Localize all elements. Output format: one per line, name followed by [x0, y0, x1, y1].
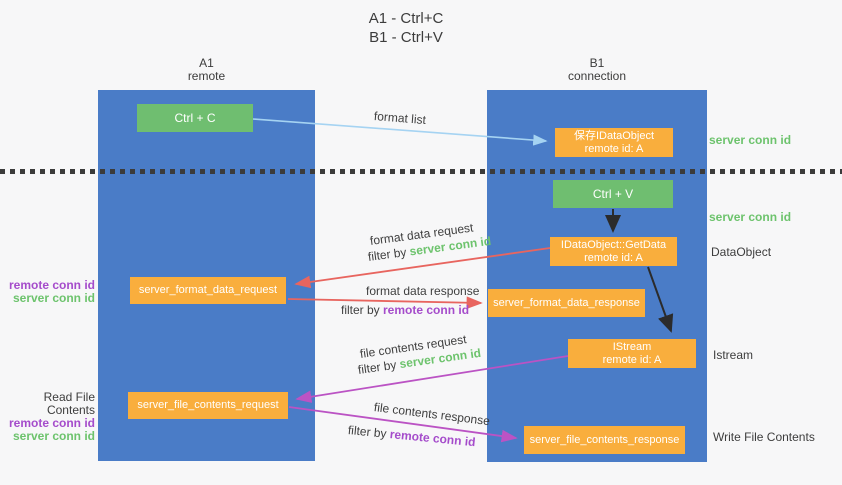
- istream-side-label: Istream: [713, 348, 754, 362]
- file-contents-response-arrow: [288, 406, 518, 443]
- getdata-line2: remote id: A: [584, 251, 643, 264]
- server-conn-id-label-top: server conn id: [709, 133, 792, 147]
- save-dataobject-node: 保存IDataObject remote id: A: [555, 128, 673, 157]
- format-list-arrow: [252, 118, 548, 146]
- read-file-contents-label: Read File Contents: [43, 390, 95, 417]
- column-a1-subtitle: remote: [187, 69, 226, 83]
- filter-remote-conn-id: remote conn id: [383, 303, 470, 317]
- ctrl-v-label: Ctrl + V: [592, 186, 634, 201]
- format-data-response-flow-label: format data response: [366, 284, 480, 298]
- server-file-contents-response-node: server_file_contents_response: [524, 426, 685, 454]
- ctrl-v-node: Ctrl + V: [553, 180, 673, 208]
- column-b1-subtitle: connection: [567, 69, 627, 83]
- save-dataobject-line2: remote id: A: [584, 142, 644, 155]
- ctrl-c-node: Ctrl + C: [137, 104, 253, 132]
- format-data-request-arrow: [294, 247, 551, 289]
- column-header-b1: B1 connection: [487, 57, 707, 83]
- istream-node: IStream remote id: A: [568, 339, 696, 368]
- server-file-contents-request-node: server_file_contents_request: [128, 392, 288, 419]
- format-response-label: server_format_data_response: [493, 296, 640, 309]
- save-dataobject-line1: 保存IDataObject: [573, 129, 655, 142]
- file-server-conn-id-label: server conn id: [12, 429, 95, 443]
- format-conn-id-block: remote conn id server conn id: [0, 279, 95, 305]
- idataobject-getdata-node: IDataObject::GetData remote id: A: [550, 237, 677, 266]
- istream-line1: IStream: [612, 340, 652, 353]
- format-remote-conn-id-label: remote conn id: [8, 278, 95, 292]
- file-remote-conn-id-label: remote conn id: [8, 416, 95, 430]
- format-data-response-arrow: [287, 296, 483, 310]
- column-a1-id: A1: [199, 56, 214, 70]
- title-line-ctrl-v: B1 - Ctrl+V: [369, 29, 443, 46]
- getdata-line1: IDataObject::GetData: [560, 238, 667, 251]
- title-line-ctrl-c: A1 - Ctrl+C: [368, 10, 444, 27]
- column-header-a1: A1 remote: [98, 57, 315, 83]
- server-format-data-request-node: server_format_data_request: [130, 277, 286, 304]
- ctrl-c-label: Ctrl + C: [174, 110, 216, 125]
- file-request-label: server_file_contents_request: [137, 399, 279, 411]
- file-conn-id-block: Read File Contents remote conn id server…: [0, 391, 95, 443]
- write-file-contents-label: Write File Contents: [713, 430, 815, 444]
- column-b1-id: B1: [589, 56, 605, 70]
- getdata-to-istream-arrow: [647, 266, 674, 333]
- file-response-label: server_file_contents_response: [529, 433, 680, 446]
- format-response-filter-label: filter by remote conn id: [341, 303, 469, 317]
- server-format-data-response-node: server_format_data_response: [488, 289, 645, 317]
- diagram-title: A1 - Ctrl+C B1 - Ctrl+V: [0, 9, 812, 47]
- server-conn-id-label-mid: server conn id: [709, 210, 792, 224]
- istream-line2: remote id: A: [602, 353, 662, 366]
- format-request-label: server_format_data_request: [138, 284, 278, 296]
- dataobject-label: DataObject: [711, 245, 772, 259]
- session-divider-dashed-line: [0, 169, 842, 174]
- filter-by-prefix: filter by: [341, 303, 384, 317]
- file-contents-request-arrow: [295, 355, 569, 403]
- format-server-conn-id-label: server conn id: [12, 291, 95, 305]
